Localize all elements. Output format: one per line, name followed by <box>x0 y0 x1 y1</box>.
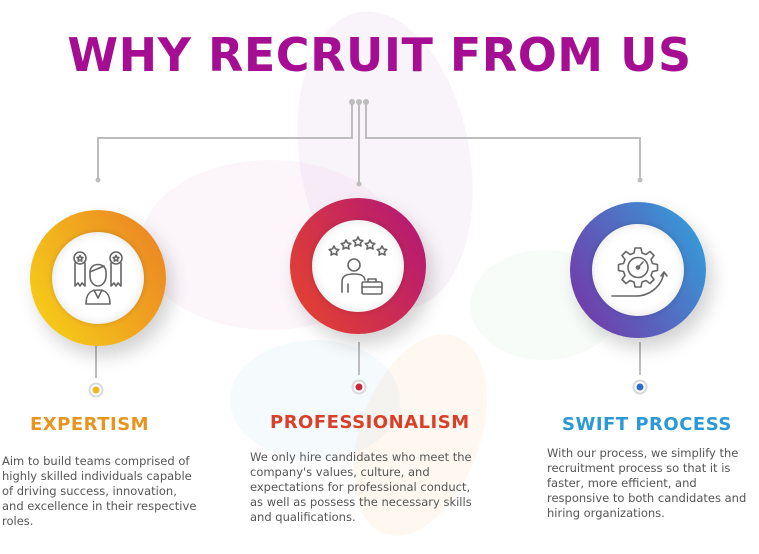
swift-process-circle <box>570 202 706 338</box>
expertism-heading: EXPERTISM <box>30 414 150 435</box>
professional-briefcase-icon <box>328 236 388 295</box>
marker-dot-fill-expertism <box>92 386 100 394</box>
professionalism-circle <box>290 198 426 334</box>
expertism-circle <box>30 210 166 346</box>
gear-speed-icon <box>611 247 668 297</box>
professionalism-heading: PROFESSIONALISM <box>270 412 470 433</box>
page-title: WHY RECRUIT FROM US <box>67 28 692 82</box>
swift-process-heading: SWIFT PROCESS <box>562 414 732 435</box>
marker-dot-fill-professionalism <box>355 383 363 391</box>
marker-dot-fill-swift <box>636 383 644 391</box>
expertism-description: Aim to build teams comprised of highly s… <box>2 454 197 528</box>
swift-process-icon-holder <box>592 224 684 316</box>
swift-process-description: With our process, we simplify the recrui… <box>547 446 747 520</box>
professionalism-description: We only hire candidates who meet the com… <box>250 450 472 524</box>
professionalism-icon-holder <box>312 220 404 312</box>
expertism-icon-holder <box>52 232 144 324</box>
expert-award-icon <box>73 251 123 305</box>
